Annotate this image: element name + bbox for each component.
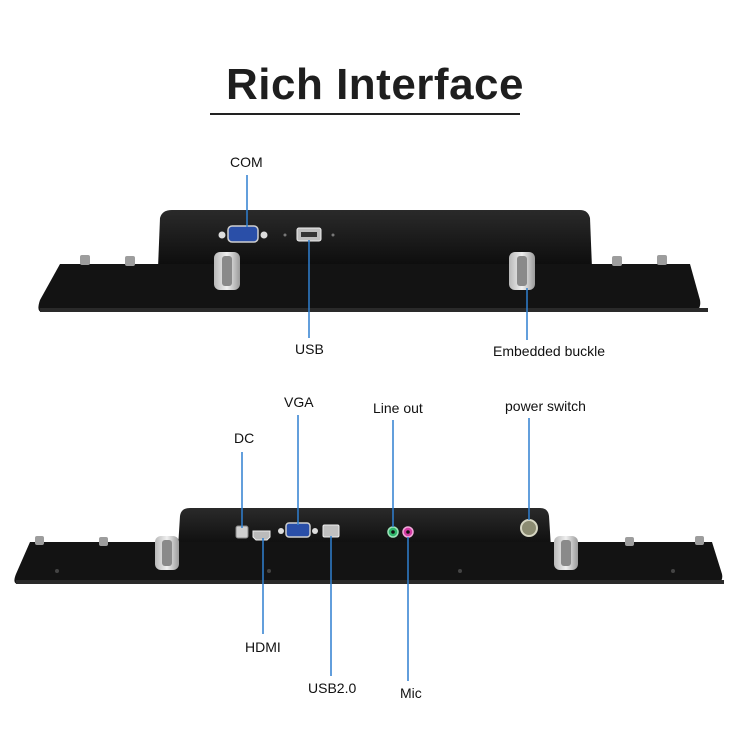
power-switch-button [520,519,538,537]
embedded-buckle-label: Embedded buckle [493,343,606,359]
bottom-panel-view [14,415,724,681]
line-out-label: Line out [373,400,423,416]
bottom-panel-raised-block [178,508,551,548]
vga-port [278,522,318,538]
page-title: Rich Interface [226,60,524,109]
embedded-buckle-right [509,252,535,290]
usb-label: USB [295,341,324,357]
vga-label: VGA [284,394,314,410]
bottom-buckle-left [155,536,179,570]
usb2-label: USB2.0 [308,680,357,696]
embedded-buckle-left [214,252,240,290]
mounting-pins-bottom [35,536,704,546]
bottom-panel-base [14,542,723,584]
top-panel-raised-block [158,210,592,268]
hdmi-label: HDMI [245,639,281,655]
power-switch-label: power switch [505,398,586,414]
top-panel-base [38,264,701,312]
mic-label: Mic [400,685,422,701]
screw-holes-bottom [55,569,675,573]
top-panel-view [38,175,708,340]
bottom-buckle-right [554,536,578,570]
hdmi-port [252,530,271,541]
mounting-pins-top [80,255,667,266]
title-underline [210,113,520,115]
com-label: COM [230,154,263,170]
usb2-port [322,524,340,538]
usb-port-top [283,227,335,242]
dc-label: DC [234,430,255,446]
com-port [218,225,268,243]
